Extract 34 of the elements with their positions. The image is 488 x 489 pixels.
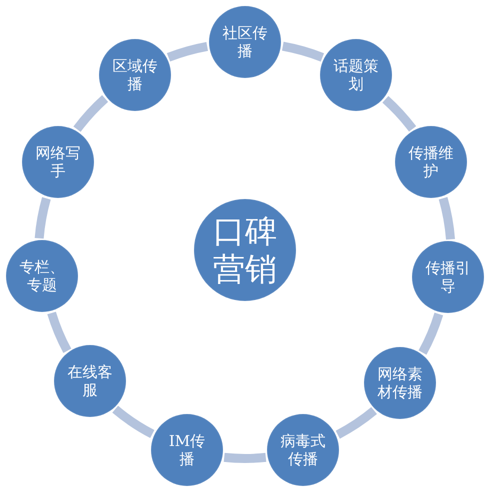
ring-segment <box>336 407 377 439</box>
ring-segment <box>166 42 208 62</box>
center-label: 口碑营销 <box>212 212 278 288</box>
topic-label: 在线客服 <box>66 363 114 399</box>
topic-circle <box>7 241 77 311</box>
topic-circle <box>365 348 435 418</box>
topic-circle <box>55 346 125 416</box>
topic-label: 传播维护 <box>408 144 454 180</box>
topic-label: 网络写手 <box>34 144 82 180</box>
topic-label: IM传播 <box>168 432 206 468</box>
topic-circle <box>321 40 391 110</box>
topic-circle <box>268 415 338 485</box>
topic-circle <box>23 127 93 197</box>
ring-segment <box>47 312 72 353</box>
ring-segment <box>282 42 324 62</box>
topic-label: 区域传播 <box>112 57 158 93</box>
ring-segment <box>418 312 444 355</box>
topic-label: 网络素材传播 <box>376 365 424 401</box>
topic-circle <box>210 7 280 77</box>
ring-segment <box>382 96 416 132</box>
topic-label: 专栏、专题 <box>18 258 66 294</box>
ring-segment <box>438 197 455 240</box>
ring-segment <box>73 95 108 132</box>
topic-circle <box>100 40 170 110</box>
topic-circle <box>413 242 483 312</box>
ring-segment <box>224 452 266 463</box>
topic-circle <box>152 415 222 485</box>
ring-segment <box>112 406 154 438</box>
topic-circle <box>396 127 466 197</box>
topic-label: 传播引导 <box>424 259 472 295</box>
ring-segment <box>34 197 51 239</box>
topic-label: 病毒式传播 <box>280 432 326 468</box>
topic-label: 社区传播 <box>222 24 268 60</box>
topic-label: 话题策划 <box>332 57 380 93</box>
